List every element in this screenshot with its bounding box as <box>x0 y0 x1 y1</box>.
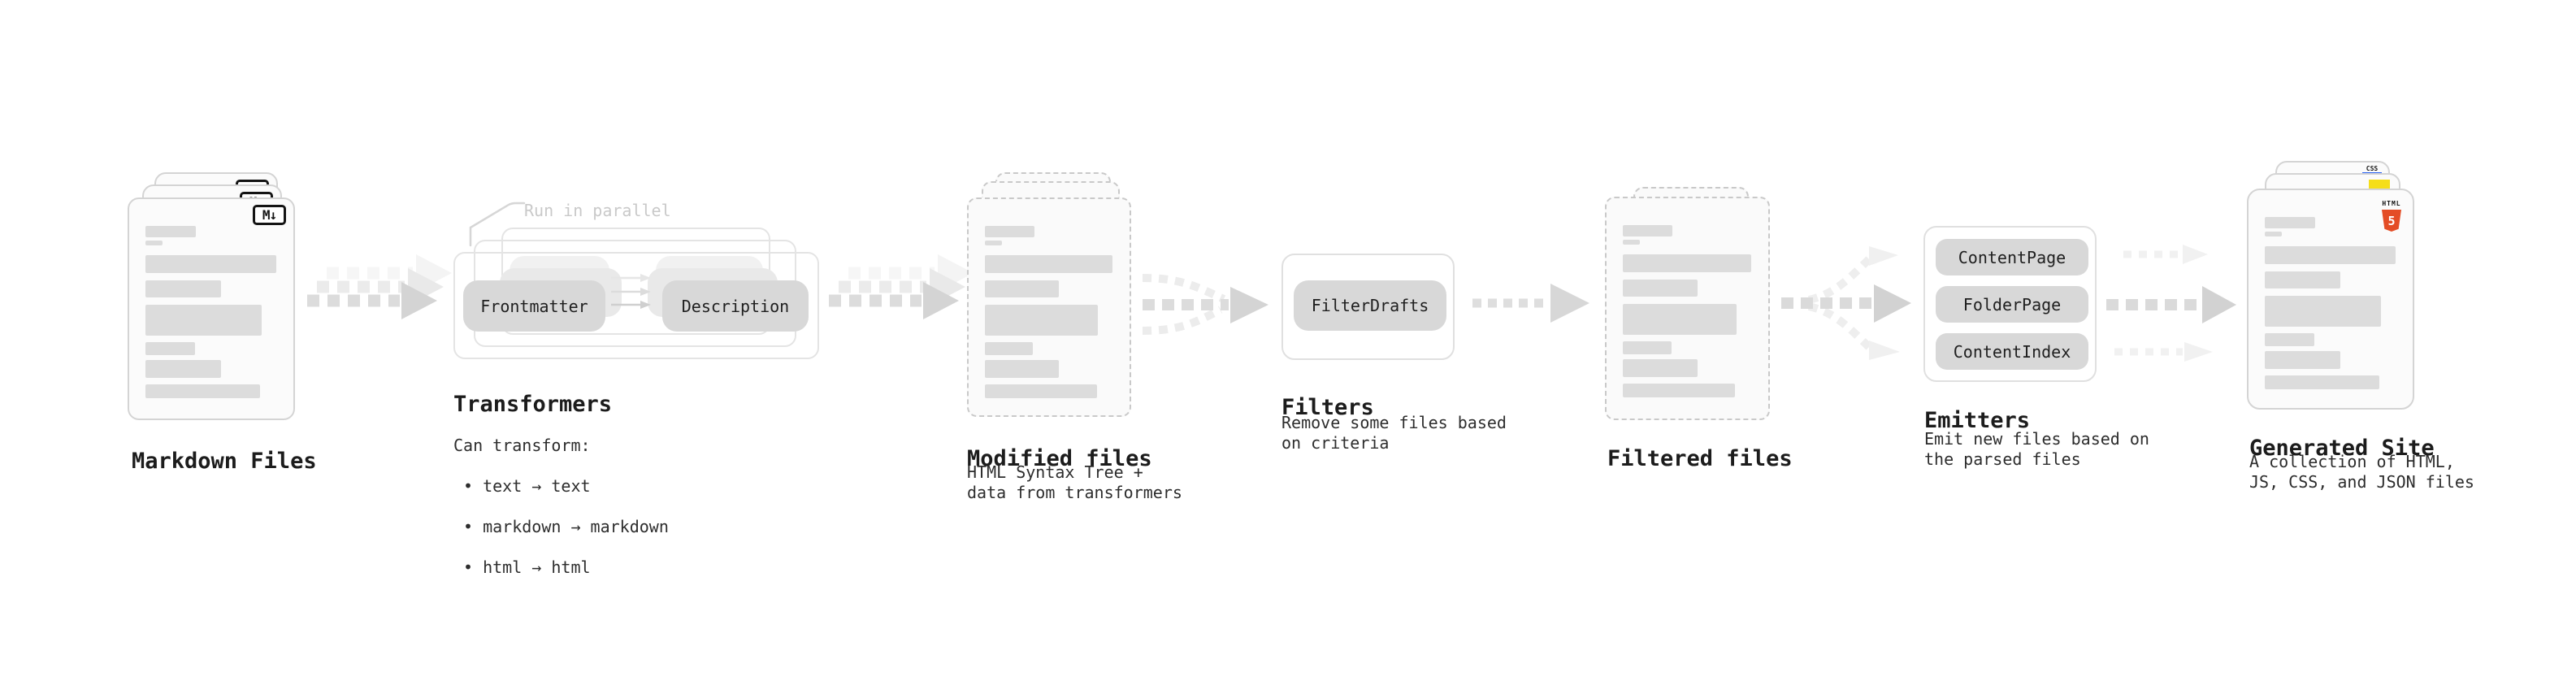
skeleton-line <box>1623 341 1672 354</box>
skeleton-line <box>985 255 1112 273</box>
document-skeleton <box>1623 225 1754 397</box>
html5-shield: 5 <box>2382 210 2401 232</box>
stage-title-filters: Filters <box>1281 395 1374 421</box>
html5-icon: HTML 5 <box>2379 193 2404 232</box>
flow-arrow-split <box>1781 246 1911 360</box>
document-skeleton <box>985 226 1115 398</box>
file-card: M↓ <box>128 197 295 420</box>
skeleton-line <box>985 280 1060 297</box>
stage-title-transformers: Transformers <box>453 392 613 418</box>
skeleton-line <box>145 280 222 297</box>
skeleton-line <box>2265 351 2341 369</box>
skeleton-line <box>1623 384 1736 397</box>
caption-bullet: • html → html <box>463 557 591 577</box>
stage-subtitle: Remove some files based on criteria <box>1281 413 1507 453</box>
skeleton-line <box>145 360 222 378</box>
flow-arrow-stacked <box>829 254 974 319</box>
run-in-parallel-annotation: Run in parallel <box>524 201 671 220</box>
html5-word: HTML <box>2382 200 2401 207</box>
annotation-leader-line <box>469 202 526 247</box>
skeleton-line <box>985 305 1099 336</box>
stage-title-filtered-files: Filtered files <box>1607 446 1793 472</box>
skeleton-line <box>145 342 195 355</box>
skeleton-line <box>985 360 1060 378</box>
skeleton-line <box>1623 359 1698 377</box>
skeleton-line <box>2265 296 2381 327</box>
pill-filterdrafts: FilterDrafts <box>1294 280 1446 331</box>
flow-arrow <box>1472 284 1589 323</box>
file-card <box>967 197 1131 417</box>
document-skeleton <box>145 226 279 398</box>
skeleton-line <box>1623 240 1640 245</box>
stage-subtitle: Emit new files based on the parsed files <box>1924 429 2149 469</box>
emitters-card: ContentPage FolderPage ContentIndex <box>1923 226 2097 382</box>
flow-arrow-stacked <box>307 254 452 319</box>
skeleton-line <box>2265 333 2314 346</box>
transformer-card: Frontmatter Description <box>453 252 819 359</box>
stage-title-markdown-files: Markdown Files <box>132 449 317 475</box>
pill-description: Description <box>662 280 809 332</box>
stage-subtitle: A collection of HTML, JS, CSS, and JSON … <box>2249 452 2474 492</box>
transformers-caption: Can transform: • text → text • markdown … <box>453 415 669 598</box>
skeleton-line <box>1623 280 1698 297</box>
skeleton-line <box>2265 217 2316 228</box>
skeleton-line <box>145 226 197 237</box>
skeleton-line <box>1623 225 1673 236</box>
skeleton-line <box>2265 232 2283 236</box>
skeleton-line <box>145 241 163 245</box>
stage-title-emitters: Emitters <box>1924 408 2031 434</box>
stage-subtitle: HTML Syntax Tree + data from transformer… <box>967 462 1182 502</box>
skeleton-line <box>985 226 1034 237</box>
skeleton-line <box>985 342 1034 355</box>
skeleton-line <box>985 241 1002 245</box>
pill-contentindex: ContentIndex <box>1936 333 2088 370</box>
file-card <box>1605 197 1770 420</box>
markdown-icon: M↓ <box>253 205 286 225</box>
js-icon <box>2369 180 2390 189</box>
skeleton-line <box>1623 254 1751 272</box>
transform-step-arrows <box>611 274 651 309</box>
file-card: HTML 5 <box>2247 189 2414 410</box>
caption-heading: Can transform: <box>453 436 591 455</box>
pill-contentpage: ContentPage <box>1936 239 2088 275</box>
caption-bullet: • text → text <box>463 476 591 496</box>
skeleton-line <box>145 255 276 273</box>
pill-folderpage: FolderPage <box>1936 286 2088 323</box>
flow-arrow-merge <box>1142 274 1268 335</box>
skeleton-line <box>145 305 262 336</box>
pill-frontmatter: Frontmatter <box>463 280 605 332</box>
stage-title-modified-files: Modified files <box>967 446 1152 472</box>
document-skeleton <box>2265 217 2398 389</box>
skeleton-line <box>145 384 261 398</box>
filters-card: FilterDrafts <box>1281 254 1455 360</box>
stage-title-generated-site: Generated Site <box>2249 436 2435 462</box>
skeleton-line <box>2265 246 2396 264</box>
skeleton-line <box>2265 271 2341 288</box>
skeleton-line <box>2265 375 2380 389</box>
skeleton-line <box>985 384 1097 398</box>
flow-arrow-triple <box>2106 245 2236 362</box>
caption-bullet: • markdown → markdown <box>463 517 669 536</box>
skeleton-line <box>1623 304 1737 335</box>
